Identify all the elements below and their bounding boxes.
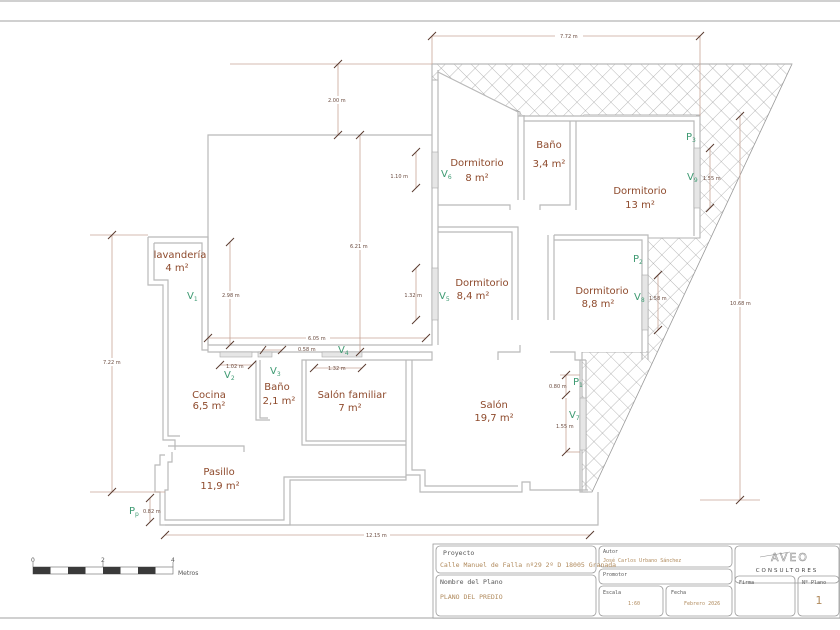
autor-label: Autor [603,549,618,555]
scale-tick-2: 2 [101,557,105,564]
dim-p1-width: 0.80 m [549,384,567,390]
opening-v4: V4 [338,345,349,357]
opening-v3: V3 [270,366,281,378]
nombre-label: Nombre del Plano [440,578,503,586]
dim-v5-width: 1.32 m [404,293,422,299]
dim-v3-width: 0.58 m [298,347,316,353]
proyecto-value: Calle Manuel de Falla nº29 2º D 18005 Gr… [440,561,616,569]
room-name: Dormitorio [575,286,628,297]
dim-upper-offset: 2.00 m [328,98,346,104]
room-name: lavandería [154,249,207,261]
dim-v6-width: 1.10 m [390,174,408,180]
nombre-value: PLANO DEL PREDIO [440,593,503,601]
opening-p2: P2 [633,254,643,266]
opening-v7: V7 [569,410,580,422]
room-name: Salón familiar [318,389,388,401]
dim-v7-width: 1.55 m [556,424,574,430]
plano-value: 1 [816,594,823,607]
dim-top-width: 7.72 m [560,34,578,40]
opening-v5: V5 [439,291,450,303]
logo-text: CONSULTORES [756,568,819,574]
room-area: 8,4 m² [457,291,490,302]
scale-unit: Metros [178,570,198,577]
opening-v9: V9 [687,172,698,184]
room-area: 11,9 m² [200,481,239,492]
dimension-labels: 7.72 m 2.00 m 1.10 m 6.21 m 1.32 m 2.98 … [100,32,754,539]
room-name: Dormitorio [613,186,666,197]
room-name: Salón [480,399,508,411]
dim-bottom-width: 12.15 m [366,533,387,539]
dim-inner-height: 6.21 m [350,244,368,250]
escala-label: Escala [603,590,621,596]
dim-v4-width: 1.32 m [328,366,346,372]
window-markers [219,147,701,451]
dim-left-height: 7.22 m [103,360,121,366]
dim-v2-width: 1.02 m [226,364,244,370]
escala-value: 1:60 [628,601,640,607]
company-logo: AVEO CONSULTORES [756,551,819,574]
scale-tick-0: 0 [31,557,35,564]
dim-right-height: 10.68 m [730,301,751,307]
proyecto-label: Proyecto [443,549,474,557]
opening-pp: Pp [129,506,139,518]
room-area: 4 m² [165,263,188,274]
title-block: Proyecto Calle Manuel de Falla nº29 2º D… [432,543,840,619]
opening-v8: V8 [634,292,645,304]
opening-p3: P3 [686,132,696,144]
dim-inner-width: 6.05 m [308,336,326,342]
fecha-label: Fecha [671,590,686,596]
room-name: Baño [536,140,561,151]
promotor-label: Promotor [603,572,627,578]
room-area: 6,5 m² [193,401,226,412]
room-name: Dormitorio [450,158,503,169]
room-name: Pasillo [203,467,234,478]
interior-fill [438,72,696,490]
dim-lav-height: 2.98 m [222,293,240,299]
dim-pp-width: 0.82 m [143,509,161,515]
opening-v1: V1 [187,291,198,303]
logo-mark: AVEO [771,551,809,564]
room-name: Baño [264,382,289,393]
opening-p1: P1 [573,377,583,389]
room-area: 7 m² [338,403,361,414]
autor-value: José Carlos Urbano Sánchez [603,557,681,564]
room-labels: Dormitorio 8 m² Baño 3,4 m² Dormitorio 1… [154,140,667,492]
dimension-ticks [107,31,745,540]
fecha-value: Febrero 2026 [684,601,720,607]
room-name: Dormitorio [455,278,508,289]
room-area: 19,7 m² [474,413,513,424]
opening-v6: V6 [441,169,452,181]
firma-label: Firma [739,580,754,586]
room-area: 13 m² [625,200,655,211]
room-area: 2,1 m² [263,396,296,407]
room-name: Cocina [192,390,226,401]
room-area: 8 m² [465,173,488,184]
opening-labels: V1 V2 V3 V4 V5 V6 V7 V8 V9 P1 P2 P3 Pp [129,132,698,518]
opening-v2: V2 [224,370,235,382]
scale-bar: 0 2 4 Metros [31,557,198,577]
dim-v9-width: 1.55 m [703,176,721,182]
scale-tick-4: 4 [171,557,175,564]
plano-label: Nº Plano [802,580,826,586]
dim-v8-width: 1.58 m [649,296,667,302]
room-area: 8,8 m² [582,299,615,310]
room-area: 3,4 m² [533,159,566,170]
